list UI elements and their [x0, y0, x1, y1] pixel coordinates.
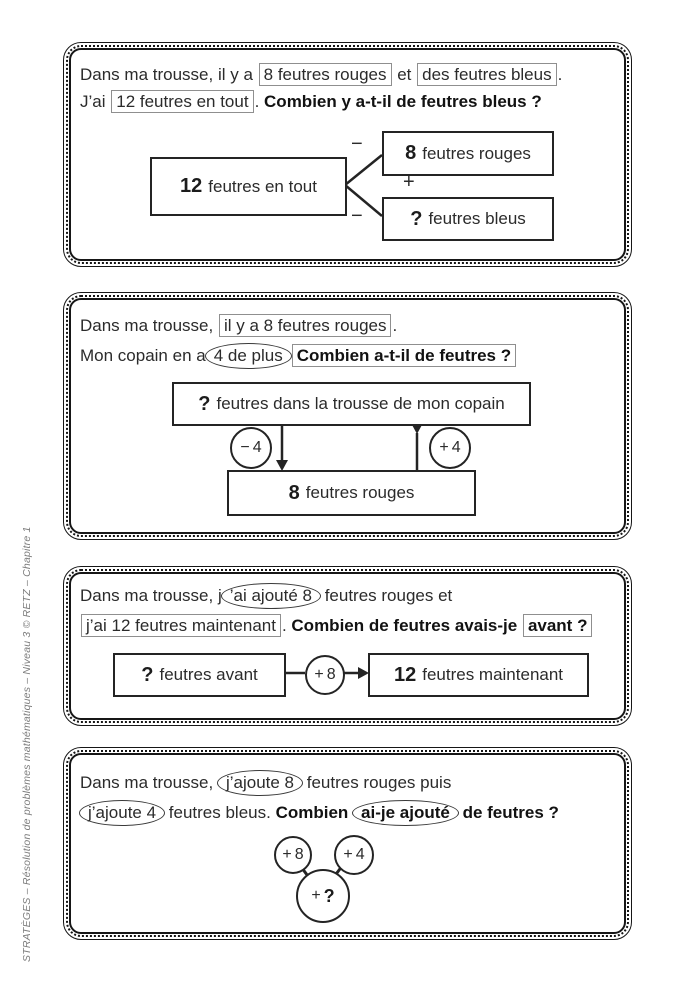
- operator-minus: −: [351, 133, 363, 155]
- question-text: Combien y a-t-il de feutres bleus ?: [264, 92, 542, 111]
- diagram-number: ?: [410, 207, 423, 230]
- fork-lines: [344, 154, 383, 217]
- circle-plus-8: +8: [274, 836, 312, 874]
- diagram-number: 12: [180, 175, 203, 197]
- question-box: avant ?: [522, 614, 593, 637]
- text-segment: .: [254, 92, 265, 111]
- text-segment: Dans ma trousse, il y a: [80, 65, 253, 84]
- circle-plus-4: +4: [334, 835, 374, 875]
- circle-operator: −: [240, 439, 250, 456]
- diagram-label: feutres rouges: [422, 143, 531, 163]
- diagram-box-avant: ? feutres avant: [113, 653, 286, 697]
- highlight-box: des feutres bleus: [417, 63, 557, 86]
- diagram-number: 12: [393, 663, 417, 686]
- diagram-number: 8: [288, 481, 300, 504]
- text-segment: Dans ma trousse,: [80, 773, 218, 792]
- question-text: de feutres ?: [457, 803, 559, 822]
- circle-sum: +?: [296, 869, 350, 923]
- text-segment: .: [557, 65, 563, 84]
- circle-operator: +: [282, 846, 292, 863]
- circle-value: 4: [355, 846, 365, 863]
- text-segment: J’ai: [80, 92, 106, 111]
- text-segment: Dans ma trousse, j: [80, 586, 222, 605]
- highlight-box: 12 feutres en tout: [111, 90, 254, 113]
- text-segment: Mon copain en a: [80, 346, 206, 365]
- problem-line: j’ajoute 4 feutres bleus. Combien ai-je …: [79, 799, 559, 826]
- circle-value: 8: [326, 666, 336, 683]
- circle-value: ?: [323, 885, 335, 906]
- problem-card-1: Dans ma trousse, il y a 8 feutres rouges…: [63, 42, 632, 267]
- problem-text: Dans ma trousse, j’ajoute 8 feutres roug…: [79, 769, 559, 826]
- highlight-box: 8 feutres rouges: [258, 63, 392, 86]
- operator-plus: +: [403, 171, 415, 193]
- diagram-label: feutres bleus: [428, 209, 526, 228]
- circle-value: 8: [294, 846, 304, 863]
- question-text: Combien: [275, 803, 354, 822]
- diagram-box-copain: ? feutres dans la trousse de mon copain: [172, 382, 531, 426]
- problem-line: Dans ma trousse, j’ai ajouté 8 feutres r…: [80, 582, 593, 609]
- circle-operator: +: [343, 846, 353, 863]
- text-segment: feutres rouges puis: [302, 773, 452, 792]
- diagram-label: feutres maintenant: [422, 665, 564, 684]
- problem-text: Dans ma trousse, j’ai ajouté 8 feutres r…: [80, 582, 593, 639]
- problem-card-3: Dans ma trousse, j’ai ajouté 8 feutres r…: [63, 566, 632, 726]
- circle-value: 4: [451, 439, 461, 456]
- diagram-label: feutres avant: [159, 665, 258, 684]
- highlight-box: il y a 8 feutres rouges: [218, 314, 392, 337]
- diagram-box-maintenant: 12 feutres maintenant: [368, 653, 589, 697]
- text-segment: feutres rouges et: [319, 586, 453, 605]
- problem-line: J’ai 12 feutres en tout. Combien y a-t-i…: [80, 88, 562, 115]
- edition-credit: STRATÈGES – Résolution de problèmes math…: [21, 526, 33, 962]
- problem-line: Dans ma trousse, j’ajoute 8 feutres roug…: [80, 769, 559, 796]
- ellipse-mark: j’ajoute 4: [79, 800, 166, 826]
- ellipse-mark: ’ai ajouté 8: [220, 583, 321, 609]
- ellipse-mark: 4 de plus: [204, 343, 292, 369]
- problem-text: Dans ma trousse, il y a 8 feutres rouges…: [80, 312, 517, 369]
- diagram-label: feutres en tout: [208, 176, 317, 196]
- problem-text: Dans ma trousse, il y a 8 feutres rouges…: [80, 61, 562, 115]
- diagram-label: feutres dans la trousse de mon copain: [216, 394, 505, 413]
- problem-line: Dans ma trousse, il y a 8 feutres rouges…: [80, 61, 562, 88]
- diagram-box-part2: ? feutres bleus: [382, 197, 554, 241]
- problem-line: j’ai 12 feutres maintenant. Combien de f…: [80, 612, 593, 639]
- question-ellipse: ai-je ajouté: [352, 800, 459, 826]
- diagram-number: ?: [141, 663, 154, 686]
- problem-card-4: Dans ma trousse, j’ajoute 8 feutres roug…: [63, 747, 632, 940]
- circle-operator: +: [439, 439, 449, 456]
- text-segment: .: [392, 316, 398, 335]
- diagram-label: feutres rouges: [305, 483, 415, 502]
- ellipse-mark: j’ajoute 8: [216, 770, 304, 796]
- diagram-box-rouges: 8 feutres rouges: [227, 470, 476, 516]
- circle-operator: +: [314, 666, 324, 683]
- diagram-number: 8: [405, 142, 417, 164]
- circle-plus-8: +8: [305, 655, 345, 695]
- problem-card-2: Dans ma trousse, il y a 8 feutres rouges…: [63, 292, 632, 540]
- problem-line: Dans ma trousse, il y a 8 feutres rouges…: [80, 312, 517, 339]
- text-segment: Dans ma trousse,: [80, 316, 218, 335]
- highlight-box: j’ai 12 feutres maintenant: [81, 614, 281, 637]
- text-segment: et: [392, 65, 417, 84]
- diagram-number: ?: [198, 392, 211, 415]
- question-box: Combien a-t-il de feutres ?: [291, 344, 517, 367]
- text-segment: .: [281, 616, 292, 635]
- question-text: Combien de feutres avais-je: [291, 616, 522, 635]
- text-segment: feutres bleus.: [164, 803, 276, 822]
- circle-operator: +: [311, 887, 321, 904]
- circle-value: 4: [252, 439, 262, 456]
- circle-plus-4: +4: [429, 427, 471, 469]
- circle-minus-4: −4: [230, 427, 272, 469]
- operator-minus: −: [351, 205, 363, 227]
